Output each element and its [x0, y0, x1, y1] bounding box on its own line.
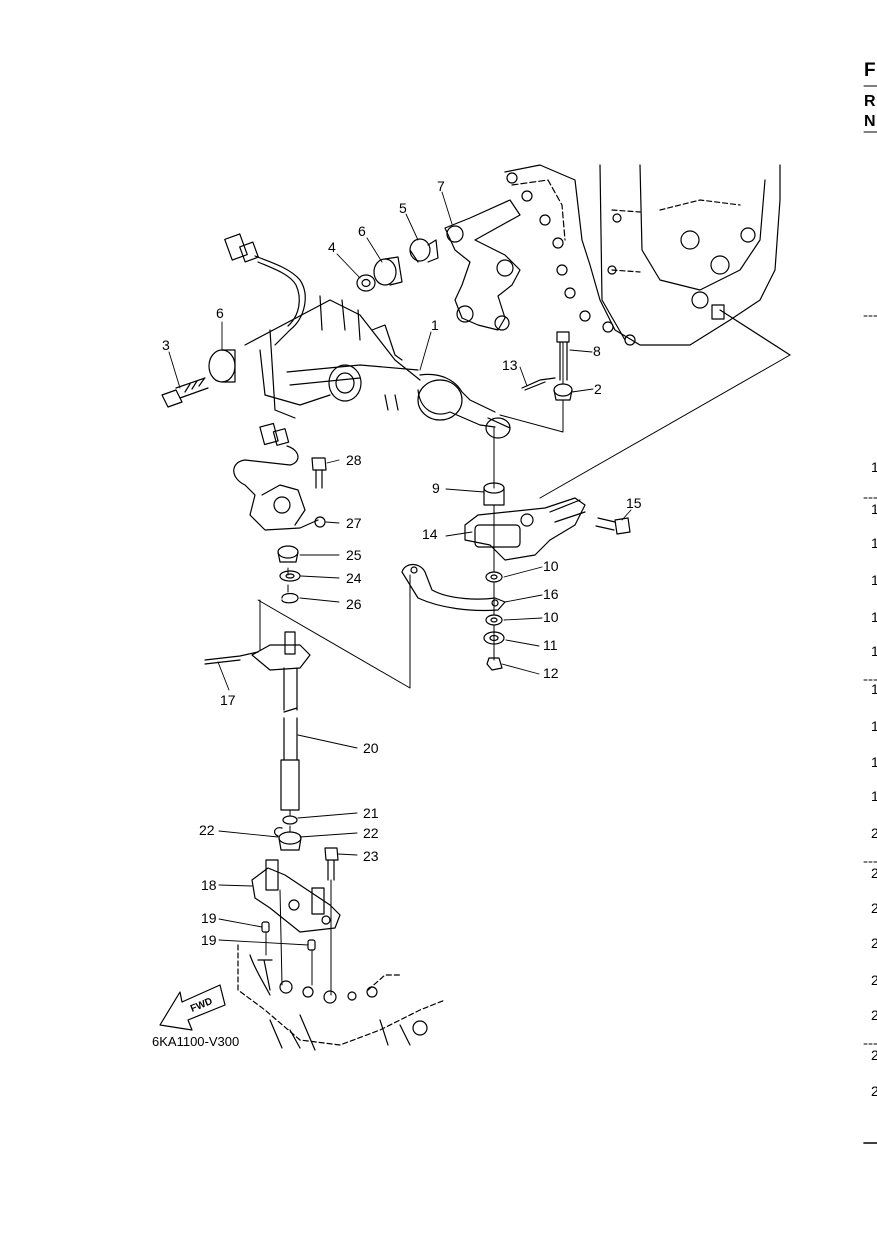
edge-cut-number: 1	[871, 609, 877, 625]
callout-22b: 22	[363, 825, 379, 841]
shift-lever-14	[464, 497, 586, 561]
page-edge-text: FRN 1 1 1 1 1 1 1 1 1 1 2 2 2 2 2 2 2 2	[864, 60, 877, 1099]
callout-15: 15	[626, 495, 642, 511]
callout-22a: 22	[199, 822, 215, 838]
assembly-guide-lines	[257, 341, 791, 996]
engine-block-outline	[504, 164, 791, 356]
bolt-3	[161, 377, 209, 408]
edge-cut-number: 1	[871, 572, 877, 588]
callout-20: 20	[363, 740, 379, 756]
pin-19-a	[261, 921, 270, 933]
edge-cut-number: 1	[871, 681, 877, 697]
callout-18: 18	[201, 877, 217, 893]
callout-27: 27	[346, 515, 362, 531]
edge-cut-number: 1	[871, 535, 877, 551]
bushing-2	[553, 383, 573, 401]
callout-23: 23	[363, 848, 379, 864]
bolt-28	[311, 457, 327, 489]
edge-cut-number: 1	[871, 501, 877, 517]
edge-cut-number: 1	[871, 754, 877, 770]
clip-13	[521, 377, 556, 391]
clip-26	[281, 592, 299, 604]
collar-5	[409, 238, 439, 263]
callout-26: 26	[346, 596, 362, 612]
callout-9: 9	[432, 480, 440, 496]
page-edge-rules	[863, 85, 877, 1144]
edge-cut-number: 2	[871, 1047, 877, 1063]
edge-cut-number: 2	[871, 825, 877, 841]
bracket-7	[444, 199, 521, 331]
edge-cut-number: 2	[871, 1083, 877, 1099]
wire-harness	[224, 233, 306, 346]
callout-14: 14	[422, 526, 438, 542]
callout-2: 2	[594, 381, 602, 397]
callout-6b: 6	[358, 223, 366, 239]
edge-cut-number: 1	[871, 718, 877, 734]
callout-3: 3	[162, 337, 170, 353]
edge-cut-number: 1	[871, 788, 877, 804]
edge-cut-number: 1	[871, 643, 877, 659]
callout-19a: 19	[201, 910, 217, 926]
clip-17	[204, 651, 259, 665]
callout-1: 1	[431, 317, 439, 333]
bushing-25	[277, 545, 299, 563]
callout-10b: 10	[543, 609, 559, 625]
edge-cut-number: 2	[871, 1007, 877, 1023]
callout-6a: 6	[216, 305, 224, 321]
callout-21: 21	[363, 805, 379, 821]
shift-rod-assembly	[244, 295, 511, 439]
edge-cut-number: 2	[871, 972, 877, 988]
callout-24: 24	[346, 570, 362, 586]
callout-19b: 19	[201, 932, 217, 948]
callout-28: 28	[346, 452, 362, 468]
callout-17: 17	[220, 692, 236, 708]
edge-cut-number: 2	[871, 900, 877, 916]
callout-11: 11	[543, 637, 558, 653]
grommet-6-upper	[373, 256, 403, 286]
washer-24	[279, 570, 301, 582]
callout-5: 5	[399, 200, 407, 216]
grommet-6-left	[208, 349, 236, 383]
shift-shaft-20	[251, 631, 311, 811]
callout-16: 16	[543, 586, 559, 602]
pin-8	[556, 331, 570, 381]
washer-10-lower	[485, 614, 503, 626]
callout-10a: 10	[543, 558, 559, 574]
bolt-23	[324, 847, 339, 881]
callout-12: 12	[543, 665, 559, 681]
bracket-18	[251, 859, 341, 933]
edge-header-letter: R	[864, 93, 876, 110]
callout-25: 25	[346, 547, 362, 563]
edge-cut-number: 1	[871, 459, 877, 475]
callout-8: 8	[593, 343, 601, 359]
link-plate-16	[401, 563, 506, 612]
callout-7: 7	[437, 178, 445, 194]
bushing-22	[273, 827, 302, 851]
washer-10-upper	[485, 571, 503, 583]
figure-code: 6KA1100-V300	[152, 1034, 239, 1049]
nut-12	[486, 657, 503, 671]
bolt-15	[595, 517, 631, 535]
washer-4	[356, 274, 376, 292]
o-ring-21	[282, 815, 298, 825]
edge-header-letter: F	[864, 60, 876, 81]
callout-4: 4	[328, 239, 336, 255]
edge-cut-number: 2	[871, 865, 877, 881]
callout-labels: 1234566789101011121314151617181919202122…	[162, 178, 642, 948]
lower-casing-outline	[237, 944, 446, 1051]
fwd-arrow-icon	[159, 984, 226, 1031]
callout-13: 13	[502, 357, 518, 373]
fwd-label: FWD	[189, 996, 214, 1015]
pin-19-b	[307, 939, 316, 951]
leader-lines	[168, 191, 632, 946]
sensor-harness-27	[233, 422, 326, 531]
edge-header-letter: N	[864, 113, 876, 130]
edge-cut-number: 2	[871, 935, 877, 951]
